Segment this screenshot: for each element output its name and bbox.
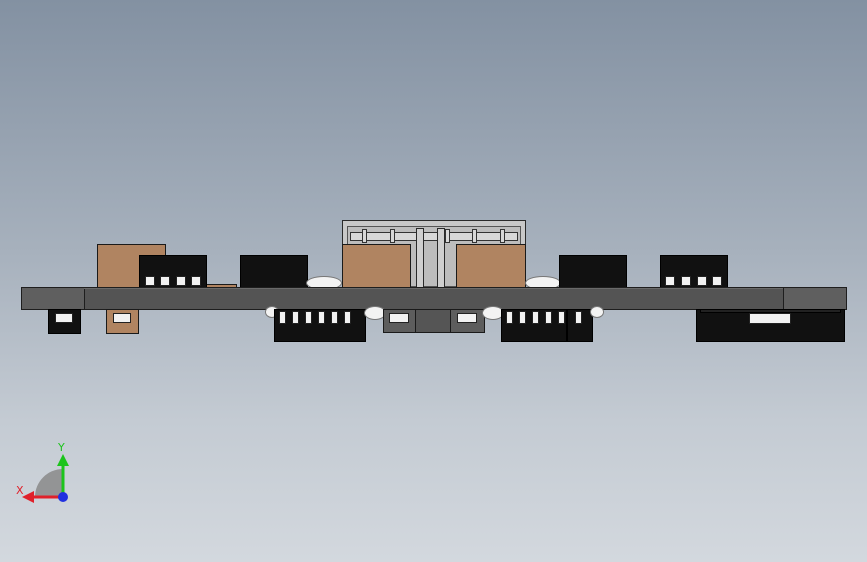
center-post-2 [437, 228, 445, 288]
pin [292, 311, 299, 324]
pin [506, 311, 513, 324]
pin [712, 276, 722, 286]
pin [279, 311, 286, 324]
pin [749, 313, 791, 324]
pin [545, 311, 552, 324]
pin [191, 276, 201, 286]
pin [55, 313, 73, 323]
top-tan-component-center-left [342, 244, 411, 288]
bottom-header-right-divider [566, 309, 568, 342]
board-end-right [783, 287, 847, 310]
top-chip-left [240, 255, 308, 288]
pin [558, 311, 565, 324]
triad-x-label: X [16, 484, 24, 497]
pin [389, 313, 409, 323]
pin [519, 311, 526, 324]
pin [344, 311, 351, 324]
solder-fillet [590, 306, 604, 318]
board-edge-highlight [84, 288, 784, 289]
pcb-board [84, 287, 784, 310]
shroud-post-3 [445, 229, 450, 243]
pin [457, 313, 477, 323]
shroud-post-5 [500, 229, 505, 243]
pin [575, 311, 582, 324]
pin [665, 276, 675, 286]
pin [305, 311, 312, 324]
shroud-post-4 [472, 229, 477, 243]
pin [532, 311, 539, 324]
triad-y-label: Y [58, 441, 65, 454]
coordinate-triad: Y X [12, 440, 76, 510]
bottom-large-connector-step [700, 309, 841, 313]
board-end-left [21, 287, 85, 310]
center-post [416, 228, 424, 288]
pin [160, 276, 170, 286]
pin [145, 276, 155, 286]
pin [176, 276, 186, 286]
top-chip-right [559, 255, 627, 288]
top-tan-component-center-right [456, 244, 526, 288]
pin [318, 311, 325, 324]
shroud-bar [350, 232, 518, 241]
shroud-post-1 [362, 229, 367, 243]
bottom-connector-center-divider [415, 309, 451, 333]
triad-graphic [22, 454, 69, 503]
pin [331, 311, 338, 324]
pin [681, 276, 691, 286]
shroud-post-2 [390, 229, 395, 243]
pin [697, 276, 707, 286]
pin [113, 313, 131, 323]
